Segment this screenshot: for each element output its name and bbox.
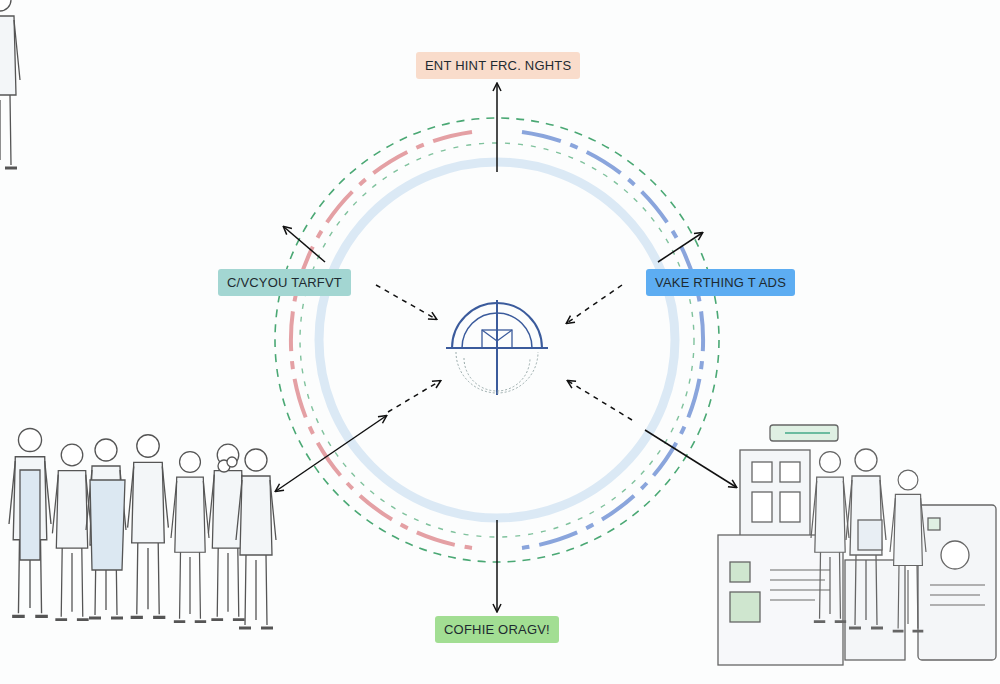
ring-group bbox=[275, 118, 719, 562]
label-box: COFHIE ORAGV! bbox=[435, 616, 559, 643]
label-box: ENT HINT FRC. NGHTS bbox=[416, 52, 580, 79]
workspace-illustration bbox=[718, 425, 996, 665]
people-group bbox=[0, 0, 276, 628]
arrow-group bbox=[276, 84, 736, 611]
center-icon bbox=[446, 300, 548, 395]
label-text: COFHIE ORAGV! bbox=[444, 622, 550, 637]
label-text: ENT HINT FRC. NGHTS bbox=[425, 58, 571, 73]
label-text: VAKE RTHING T ADS bbox=[655, 275, 786, 290]
label-text: C/VCYOU TARFVT bbox=[227, 275, 342, 290]
label-box: C/VCYOU TARFVT bbox=[218, 269, 351, 296]
label-box: VAKE RTHING T ADS bbox=[646, 269, 795, 296]
